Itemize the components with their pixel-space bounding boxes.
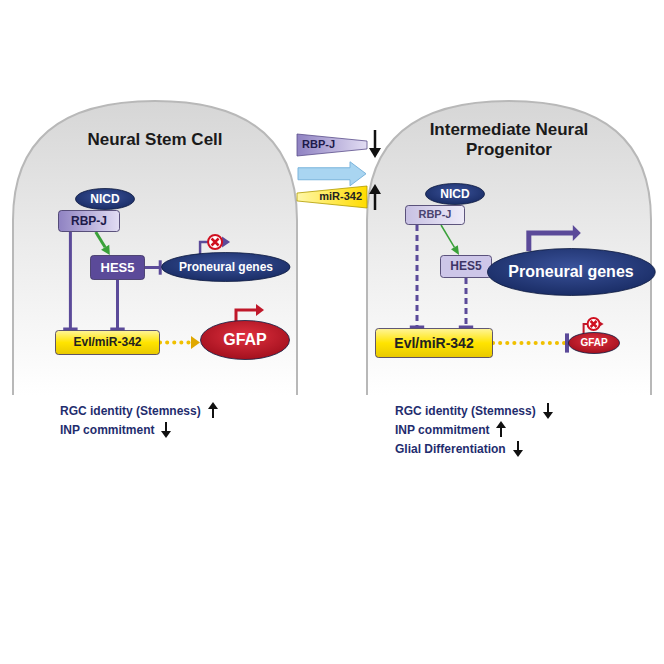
cell-border (13, 101, 297, 395)
gene-ellipse: Proneural genes (161, 252, 291, 282)
gfap-ellipse: GFAP (200, 320, 290, 360)
rbpj-box: RBP-J (405, 205, 465, 225)
cell-fill (13, 101, 297, 395)
ellipse-fill (201, 321, 290, 360)
down-arrow (369, 130, 381, 158)
box-fill (441, 256, 492, 278)
cell-title: Neural Stem Cell (52, 130, 258, 150)
level-wedge: RBP-J (297, 134, 367, 156)
wedge-fill (297, 186, 367, 208)
ellipse-fill (426, 184, 485, 205)
node-label: Proneural genes (179, 260, 273, 274)
box-fill (91, 256, 145, 280)
ellipse-fill (569, 333, 620, 354)
trend-label: INP commitment (395, 423, 489, 437)
node-label: HES5 (450, 259, 481, 273)
gene-ellipse: Proneural genes (487, 248, 656, 296)
transition-arrow (298, 162, 366, 186)
trend-row: RGC identity (Stemness) (395, 402, 554, 419)
cell-outline: Intermediate Neural ProgenitorNICD RBP-J H… (366, 100, 652, 395)
trend-label: RGC identity (Stemness) (395, 404, 536, 418)
wedge-fill (297, 134, 367, 156)
hes5-box: HES5 (90, 255, 145, 280)
mirna-box: Evl/miR-342 (55, 330, 160, 355)
node-label: Evl/miR-342 (394, 335, 473, 352)
cell-title: Intermediate Neural Progenitor (406, 120, 612, 161)
down-arrow (160, 421, 172, 438)
box-fill (56, 331, 160, 355)
cell-fill (367, 101, 651, 395)
down-arrow (512, 440, 524, 457)
node-label: GFAP (580, 337, 607, 349)
nicd-ellipse: NICD (425, 183, 485, 205)
node-label: miR-342 (319, 190, 362, 203)
node-label: NICD (90, 192, 119, 206)
gfap-ellipse: GFAP (568, 332, 620, 354)
ellipse-fill (487, 249, 655, 296)
node-label: Evl/miR-342 (73, 335, 141, 349)
box-fill (376, 329, 493, 358)
hes5-box: HES5 (440, 255, 492, 278)
node-label: GFAP (223, 330, 267, 349)
level-wedge: miR-342 (297, 186, 367, 208)
node-label: RBP-J (418, 208, 451, 221)
node-label: Proneural genes (508, 262, 633, 281)
node-label: RBP-J (302, 138, 335, 151)
node-label: NICD (440, 187, 469, 201)
rbpj-box: RBP-J (58, 210, 120, 232)
up-arrow (495, 421, 507, 438)
box-fill (59, 211, 120, 232)
node-label: RBP-J (71, 214, 107, 228)
nicd-ellipse: NICD (75, 188, 135, 210)
up-arrow (207, 402, 219, 419)
mirna-box: Evl/miR-342 (375, 328, 493, 358)
cell-outline: Neural Stem CellNICD RBP-J HES5 Proneural g… (12, 100, 298, 395)
cell-border (367, 101, 651, 395)
trend-row: Glial Differentiation (395, 440, 524, 457)
ellipse-fill (76, 189, 135, 210)
trend-row: RGC identity (Stemness) (60, 402, 219, 419)
trend-label: RGC identity (Stemness) (60, 404, 201, 418)
trend-row: INP commitment (395, 421, 507, 438)
ellipse-fill (162, 253, 291, 282)
box-fill (406, 206, 465, 225)
trend-label: INP commitment (60, 423, 154, 437)
trend-row: INP commitment (60, 421, 172, 438)
trend-label: Glial Differentiation (395, 442, 506, 456)
node-label: HES5 (101, 260, 135, 276)
down-arrow (542, 402, 554, 419)
